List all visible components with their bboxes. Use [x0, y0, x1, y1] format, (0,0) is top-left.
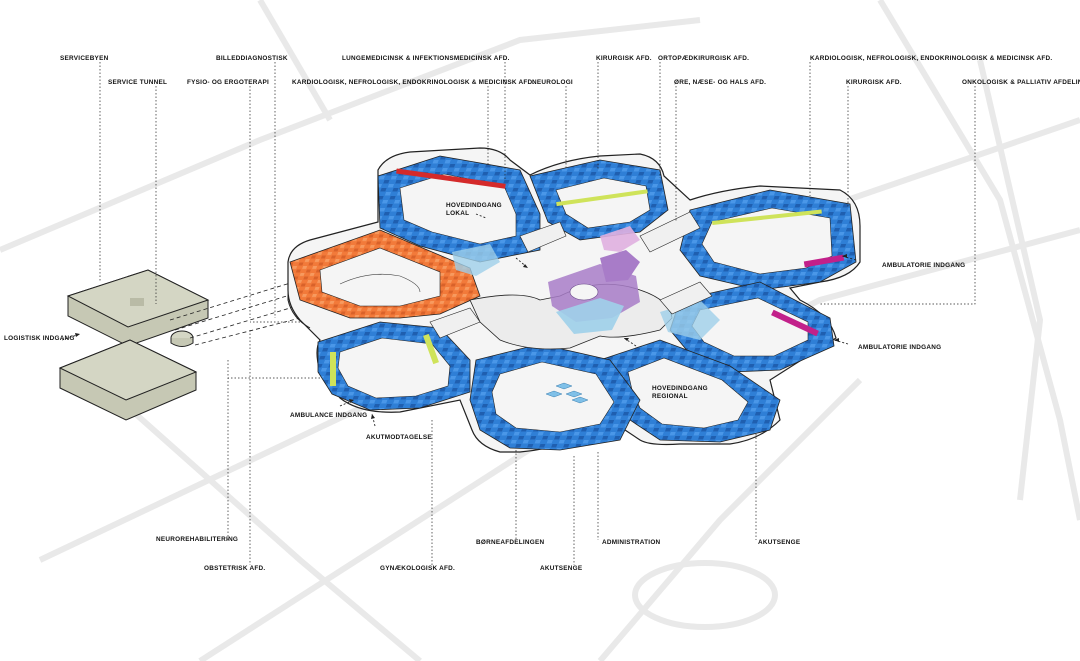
label-boerneafdelingen: BØRNEAFDELINGEN — [476, 539, 545, 546]
service-tunnel-lines — [169, 279, 301, 346]
label-hovedindgang-regional: HOVEDINDGANG — [652, 385, 708, 392]
label-administration: ADMINISTRATION — [602, 539, 661, 546]
label-kirurgisk-right: KIRURGISK AFD. — [846, 79, 902, 86]
label-ambulatorie-indgang-1: AMBULATORIE INDGANG — [882, 262, 966, 269]
label-billeddiagnostisk: BILLEDDIAGNOSTISK — [216, 55, 288, 62]
label-ortopaedi: ORTOPÆDKIRURGISK AFD. — [658, 55, 750, 62]
ward-block-bottom-middle — [469, 343, 641, 451]
label-logistisk-indgang: LOGISTISK INDGANG — [4, 335, 75, 342]
tunnel-node — [170, 330, 194, 347]
label-fysio: FYSIO- OG ERGOTERAPI — [187, 79, 270, 86]
ward-block-lower-left — [317, 321, 471, 411]
label-neurologi: NEUROLOGI — [532, 79, 573, 86]
entrance-arrows — [61, 213, 857, 427]
ward-block-lower-right — [669, 281, 835, 373]
label-service-tunnel: SERVICE TUNNEL — [108, 79, 168, 86]
ward-block-right — [679, 189, 857, 291]
label-kirurgisk-top: KIRURGISK AFD. — [596, 55, 652, 62]
label-akutsenge-right: AKUTSENGE — [758, 539, 801, 546]
label-onkologisk: ONKOLOGISK & PALLIATIV AFDELING — [962, 79, 1080, 86]
label-obstetrisk: OBSTETRISK AFD. — [204, 565, 266, 572]
label-kardio-right: KARDIOLOGISK, NEFROLOGISK, ENDOKRINOLOGI… — [810, 55, 1053, 62]
label-servicebyen: SERVICEBYEN — [60, 55, 109, 62]
label-neurorehabilitering: NEUROREHABILITERING — [156, 536, 239, 543]
label-lungemedicinsk: LUNGEMEDICINSK & INFEKTIONSMEDICINSK AFD… — [342, 55, 510, 62]
ward-block-top-left — [377, 155, 541, 263]
courtyard-pavilions — [545, 382, 589, 404]
orange-wing — [289, 229, 481, 319]
logistics-building — [58, 339, 198, 421]
corridors — [429, 211, 713, 339]
label-ore-naese: ØRE, NÆSE- OG HALS AFD. — [674, 79, 767, 86]
servicebyen-building — [66, 269, 210, 347]
label-kardio-left: KARDIOLOGISK, NEFROLOGISK, ENDOKRINOLOGI… — [292, 79, 535, 86]
label-hovedindgang-lokal: HOVEDINDGANG — [446, 202, 502, 209]
label-akutsenge-bottom: AKUTSENGE — [540, 565, 583, 572]
central-hub — [452, 226, 720, 350]
label-akutmodtagelse: AKUTMODTAGELSE — [366, 434, 432, 441]
label-hovedindgang-lokal-sub: LOKAL — [446, 210, 470, 217]
label-ambulatorie-indgang-2: AMBULATORIE INDGANG — [858, 344, 942, 351]
leader-lines — [99, 62, 976, 565]
label-gynaekologisk: GYNÆKOLOGISK AFD. — [380, 565, 456, 572]
label-ambulance-indgang: AMBULANCE INDGANG — [290, 412, 368, 419]
label-hovedindgang-regional-sub: REGIONAL — [652, 393, 688, 400]
